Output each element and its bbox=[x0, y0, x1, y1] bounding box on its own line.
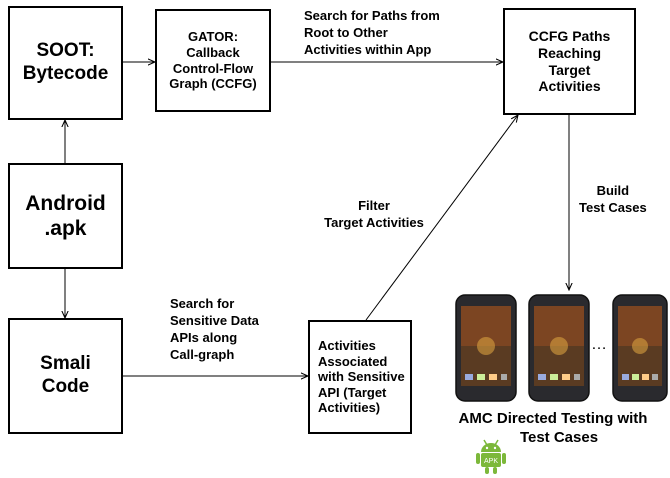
node-soot-bytecode: SOOT: Bytecode bbox=[8, 6, 123, 120]
edge-label-filter: Filter Target Activities bbox=[324, 198, 424, 230]
node-soot-label: SOOT: Bytecode bbox=[22, 40, 109, 84]
node-gator-label: GATOR: Callback Control-Flow Graph (CCFG… bbox=[169, 29, 257, 92]
edge-label-build: Build Test Cases bbox=[579, 183, 647, 215]
edge-label-search-paths: Search for Paths from Root to Other Acti… bbox=[304, 8, 440, 57]
node-ccfg-paths-label: CCFG Paths Reaching Target Activities bbox=[528, 27, 611, 95]
phones-ellipsis: … bbox=[591, 336, 607, 353]
apk-icon-text: APK bbox=[484, 458, 498, 465]
caption: AMC Directed Testing with Test Cases bbox=[436, 410, 670, 448]
android-apk-icon: APK bbox=[476, 439, 506, 474]
node-smali-code: Smali Code bbox=[8, 318, 123, 434]
caption-line-1: AMC Directed Testing with bbox=[458, 410, 648, 427]
node-android-apk: Android .apk bbox=[8, 163, 123, 269]
phone-image-2 bbox=[528, 294, 590, 402]
node-target-activities: Activities Associated with Sensitive API… bbox=[308, 320, 412, 434]
node-ccfg-paths: CCFG Paths Reaching Target Activities bbox=[503, 8, 636, 115]
edge-activities-to-ccfg bbox=[365, 115, 518, 321]
phone-image-1 bbox=[455, 294, 517, 402]
node-gator-ccfg: GATOR: Callback Control-Flow Graph (CCFG… bbox=[155, 9, 271, 112]
node-smali-label: Smali Code bbox=[40, 353, 91, 397]
node-target-activities-label: Activities Associated with Sensitive API… bbox=[318, 338, 405, 416]
edge-label-search-sensitive: Search for Sensitive Data APIs along Cal… bbox=[170, 296, 259, 362]
node-android-apk-label: Android .apk bbox=[25, 191, 106, 240]
caption-line-2: Test Cases bbox=[519, 428, 599, 446]
phone-image-3 bbox=[612, 294, 668, 402]
